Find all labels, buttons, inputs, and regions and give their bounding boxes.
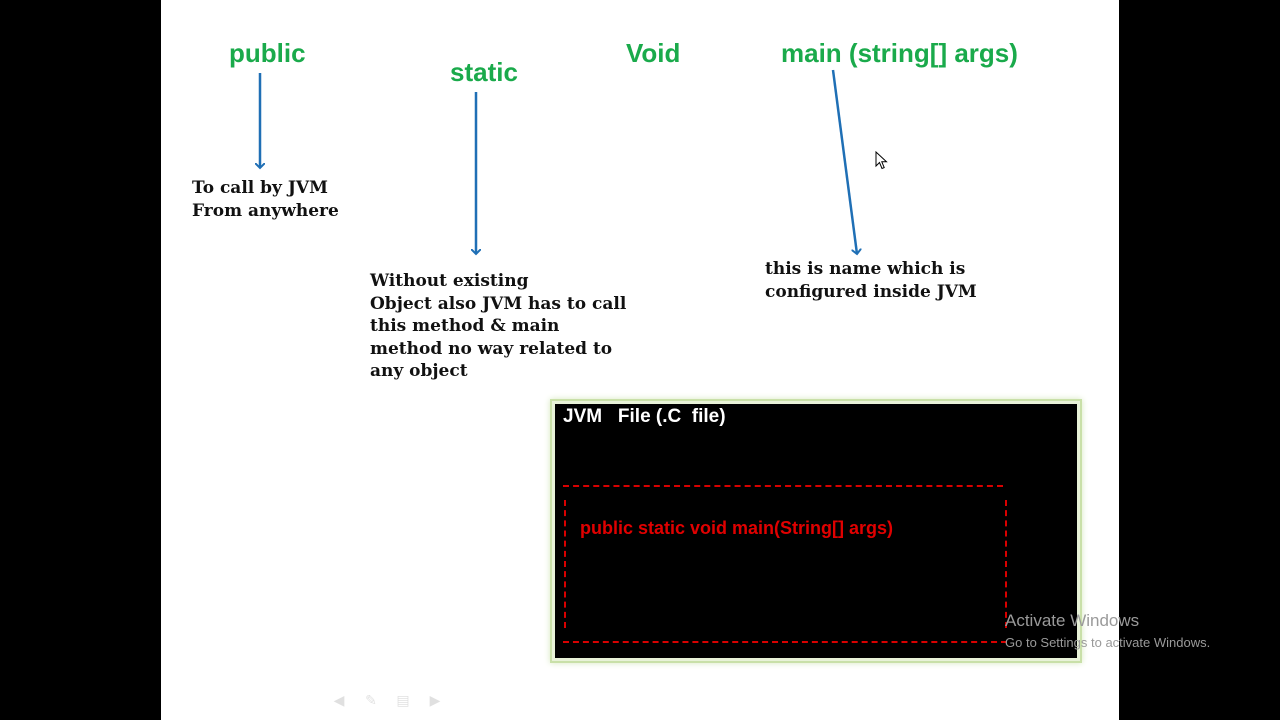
slide-controls: ◀ ✎ ▤ ▶ <box>329 692 445 709</box>
mouse-pointer-icon <box>875 151 888 170</box>
keyword-public: public <box>229 38 306 68</box>
note-static: Without existing Object also JVM has to … <box>370 270 626 383</box>
keyword-void: Void <box>626 38 681 68</box>
dashed-left-border <box>564 500 566 628</box>
arrows <box>161 69 1119 720</box>
prev-slide-icon[interactable]: ◀ <box>333 692 345 708</box>
watermark-title: Activate Windows <box>1005 611 1140 630</box>
jvm-box-title: JVM File (.C file) <box>563 406 726 427</box>
dashed-right-border <box>1005 500 1007 628</box>
dashed-bottom-border <box>563 641 1007 643</box>
next-slide-icon[interactable]: ▶ <box>429 692 441 708</box>
dashed-top-border <box>563 485 1003 487</box>
pen-icon[interactable]: ✎ <box>365 692 377 708</box>
watermark-subtitle: Go to Settings to activate Windows. <box>1005 635 1211 650</box>
note-line: From anywhere <box>192 200 339 221</box>
keyword-static: static <box>450 57 518 87</box>
note-line: Object also JVM has to call <box>370 293 627 314</box>
note-line: Without existing <box>370 271 529 291</box>
note-main: this is name which is configured inside … <box>765 258 977 303</box>
note-line: any object <box>370 361 468 381</box>
arrow-main <box>831 69 857 254</box>
note-public: To call by JVM From anywhere <box>192 177 339 222</box>
keyword-main: main (string[] args) <box>781 38 1018 68</box>
note-line: To call by JVM <box>192 178 328 198</box>
activate-windows-watermark: Activate Windows Go to Settings to activ… <box>1005 611 1210 655</box>
note-line: this is name which is <box>765 259 966 279</box>
note-line: this method & main <box>370 316 560 336</box>
main-method-signature: public static void main(String[] args) <box>580 518 894 538</box>
note-line: configured inside JVM <box>765 281 977 302</box>
slide: public static Void main (string[] args) … <box>161 0 1119 720</box>
slides-menu-icon[interactable]: ▤ <box>396 692 410 708</box>
note-line: method no way related to <box>370 338 613 359</box>
jvm-file-box: JVM File (.C file) public static void ma… <box>552 401 1080 661</box>
